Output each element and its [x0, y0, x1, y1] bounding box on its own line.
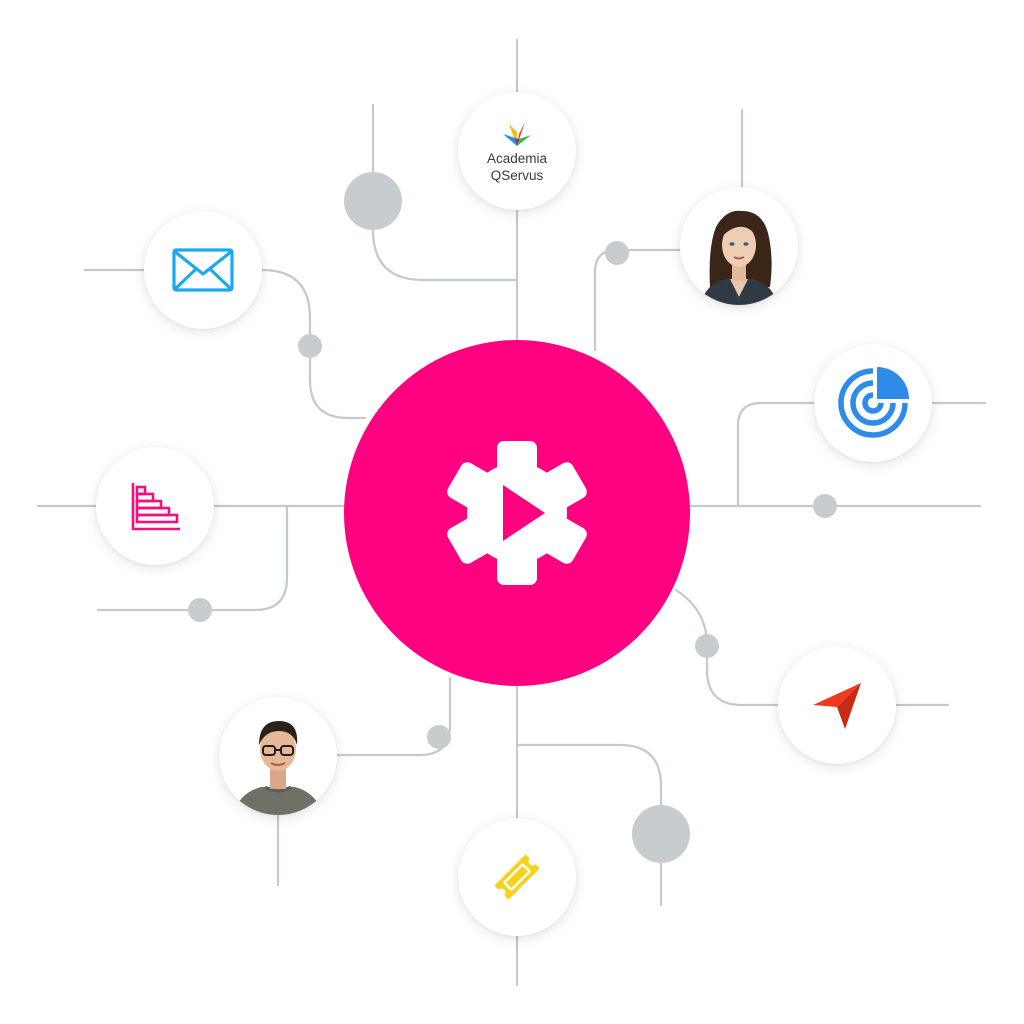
bar-chart-node[interactable] [96, 447, 214, 565]
radar-node[interactable] [814, 344, 932, 462]
connector-woman-branch [593, 248, 682, 352]
junction-dot [813, 494, 837, 518]
junction-dot [344, 172, 402, 230]
connector-email [83, 268, 367, 420]
woman-avatar-node[interactable] [680, 187, 798, 305]
paper-plane-icon [813, 683, 861, 729]
woman-avatar [700, 210, 778, 305]
automation-hub[interactable] [344, 340, 690, 686]
academia-qservus-logo [502, 122, 531, 146]
bar-chart-icon [131, 483, 180, 531]
academia-qservus-node[interactable]: Academia QServus [458, 92, 576, 210]
junction-dot [298, 334, 322, 358]
envelope-icon [172, 248, 234, 292]
academia-label: Academia [486, 151, 548, 166]
junction-dot [695, 634, 719, 658]
ticket-node[interactable] [458, 818, 576, 936]
junction-dot [427, 725, 451, 749]
man-avatar [233, 721, 323, 815]
send-node[interactable] [778, 646, 896, 764]
email-node[interactable] [144, 211, 262, 329]
junction-dot [605, 241, 629, 265]
junction-dot [632, 805, 690, 863]
junction-dot [188, 598, 212, 622]
qservus-label: QServus [490, 168, 544, 183]
connector-send [674, 588, 780, 707]
connector-radar [736, 401, 817, 507]
connector-chart-branch [96, 504, 289, 612]
connector-bottom-right-branch [515, 743, 663, 907]
radar-chart-icon [838, 367, 909, 438]
ticket-icon [494, 854, 540, 900]
man-avatar-node[interactable] [219, 697, 337, 815]
gear-play-icon [447, 441, 587, 585]
connector-top-left-branch [371, 103, 519, 282]
